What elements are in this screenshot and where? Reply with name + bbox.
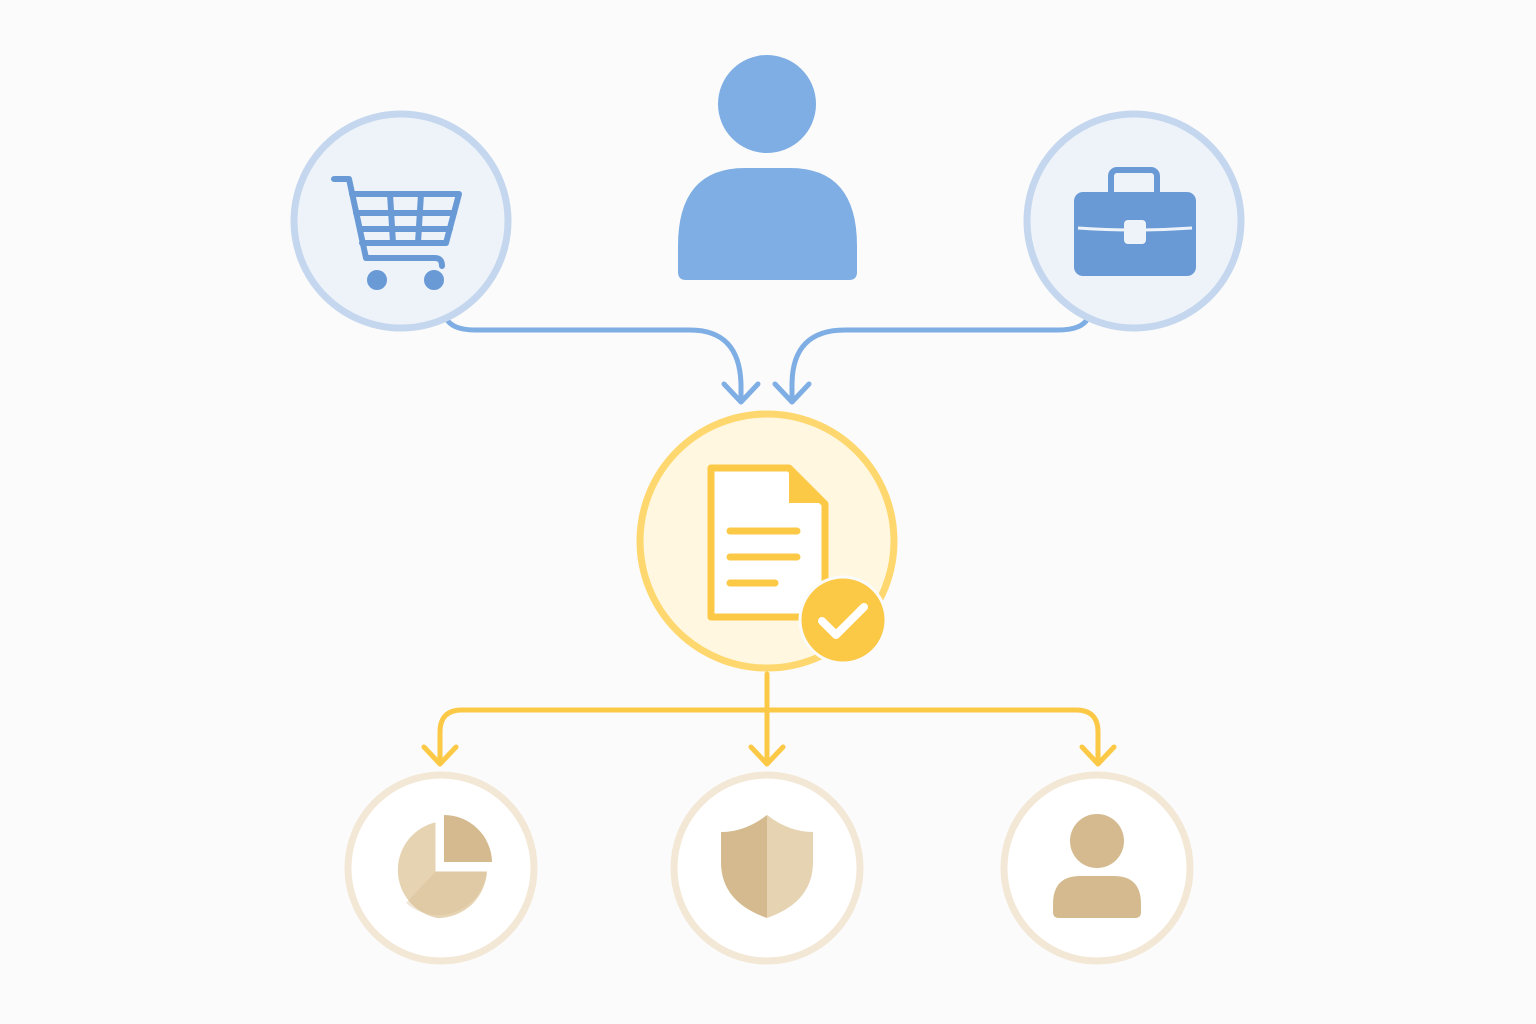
connector-shop-to-document [443, 315, 744, 403]
briefcase-icon [1074, 167, 1196, 276]
arrowhead-left [721, 381, 761, 405]
connectors-bottom [421, 671, 1117, 767]
connectors-top [443, 315, 1091, 405]
shield-icon [721, 815, 813, 918]
profile-node[interactable] [1000, 771, 1194, 965]
arrowhead-analytics [421, 744, 459, 767]
person-icon [1053, 814, 1141, 918]
arrowhead-profile [1079, 744, 1117, 767]
connector-work-to-document [789, 315, 1091, 403]
user-node[interactable] [678, 55, 857, 280]
shop-node[interactable] [290, 110, 512, 332]
shopping-cart-icon [331, 176, 462, 290]
person-icon [678, 55, 857, 280]
document-node[interactable] [636, 410, 898, 672]
security-node[interactable] [670, 771, 864, 965]
analytics-node-ring [344, 771, 538, 965]
work-node[interactable] [1023, 110, 1245, 332]
pie-chart-icon [397, 815, 492, 919]
shop-node-ring [290, 110, 512, 332]
arrowhead-right [772, 381, 812, 405]
arrowhead-security [748, 744, 786, 767]
checkmark-icon [798, 575, 888, 665]
document-icon [707, 464, 829, 621]
connector-branch-bar [437, 707, 1101, 765]
analytics-node[interactable] [344, 771, 538, 965]
